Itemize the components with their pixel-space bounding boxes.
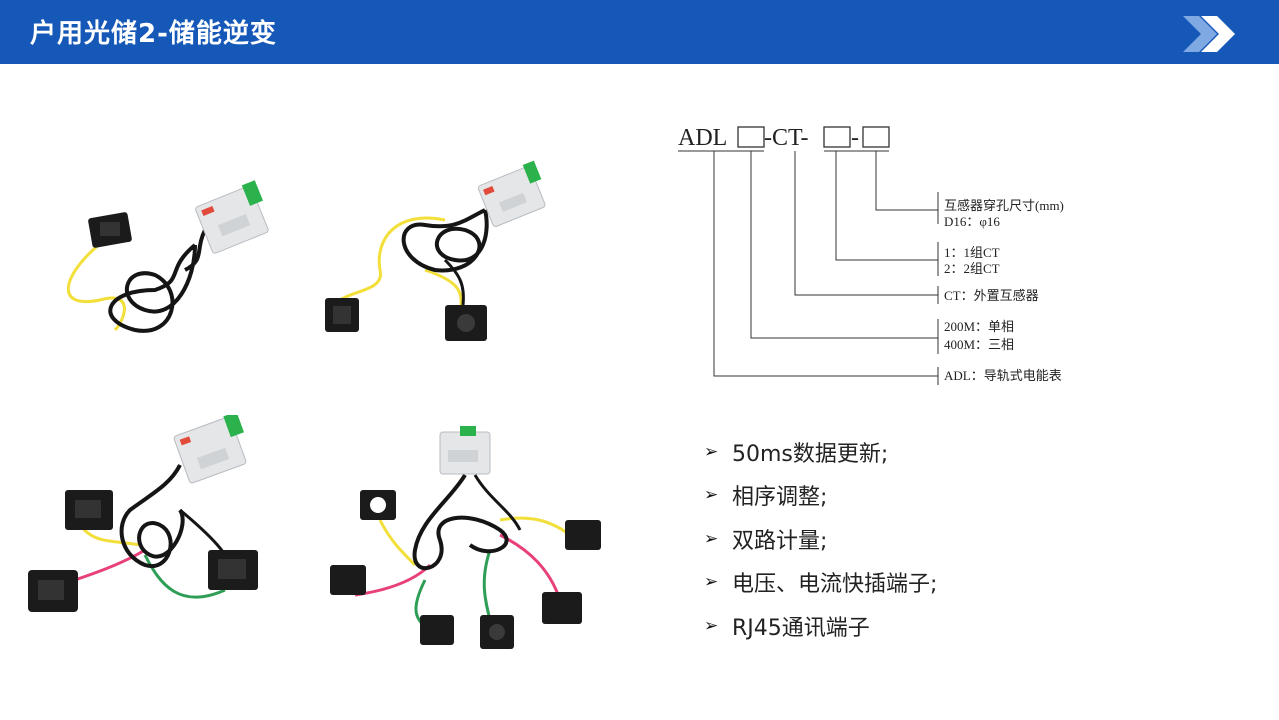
product-photo-single-ct	[66, 180, 269, 333]
feature-item: ➢ 相序调整;	[704, 474, 937, 518]
code-desc-phase-three: 400M：三相	[944, 337, 1014, 352]
code-prefix-adl: ADL	[678, 125, 727, 151]
code-desc-ct-count-1: 1：1组CT	[944, 245, 1000, 260]
arrow-bullet-icon: ➢	[704, 528, 719, 549]
code-desc-phase-single: 200M：单相	[944, 319, 1014, 334]
code-dash: -	[851, 125, 859, 151]
model-code-diagram: ADL -CT- - 互感器穿孔尺寸(mm) D16：φ16 1：1组CT 2：…	[678, 125, 1064, 385]
code-desc-ct: CT：外置互感器	[944, 288, 1039, 303]
feature-item: ➢ 电压、电流快插端子;	[704, 561, 937, 605]
page-title: 户用光储2-储能逆变	[30, 19, 277, 49]
code-box-1	[737, 126, 765, 148]
feature-text: 电压、电流快插端子;	[732, 572, 938, 598]
feature-item: ➢ RJ45通讯端子	[704, 604, 937, 648]
product-photo-two-ct	[325, 160, 546, 341]
double-chevron-right-icon	[1183, 16, 1235, 52]
code-desc-size-title: 互感器穿孔尺寸(mm)	[944, 198, 1064, 213]
arrow-bullet-icon: ➢	[704, 441, 719, 462]
product-photo-three-ct	[28, 415, 258, 612]
code-ct: -CT-	[764, 125, 808, 151]
feature-item: ➢ 50ms数据更新;	[704, 430, 937, 474]
feature-text: 相序调整;	[732, 485, 828, 511]
feature-item: ➢ 双路计量;	[704, 517, 937, 561]
title-bar: 户用光储2-储能逆变	[0, 0, 1279, 64]
arrow-bullet-icon: ➢	[704, 485, 719, 506]
code-desc-ct-count-2: 2：2组CT	[944, 261, 1000, 276]
feature-text: RJ45通讯端子	[732, 615, 870, 641]
code-box-3	[862, 126, 890, 148]
product-photo-six-ct	[330, 426, 601, 649]
code-desc-size-value: D16：φ16	[944, 214, 1000, 229]
code-box-2	[823, 126, 851, 148]
arrow-bullet-icon: ➢	[704, 572, 719, 593]
arrow-bullet-icon: ➢	[704, 615, 719, 636]
feature-text: 50ms数据更新;	[732, 441, 889, 467]
feature-text: 双路计量;	[732, 528, 828, 554]
feature-list: ➢ 50ms数据更新; ➢ 相序调整; ➢ 双路计量; ➢ 电压、电流快插端子; ➢ RJ…	[704, 430, 937, 648]
code-desc-adl: ADL：导轨式电能表	[944, 368, 1062, 383]
